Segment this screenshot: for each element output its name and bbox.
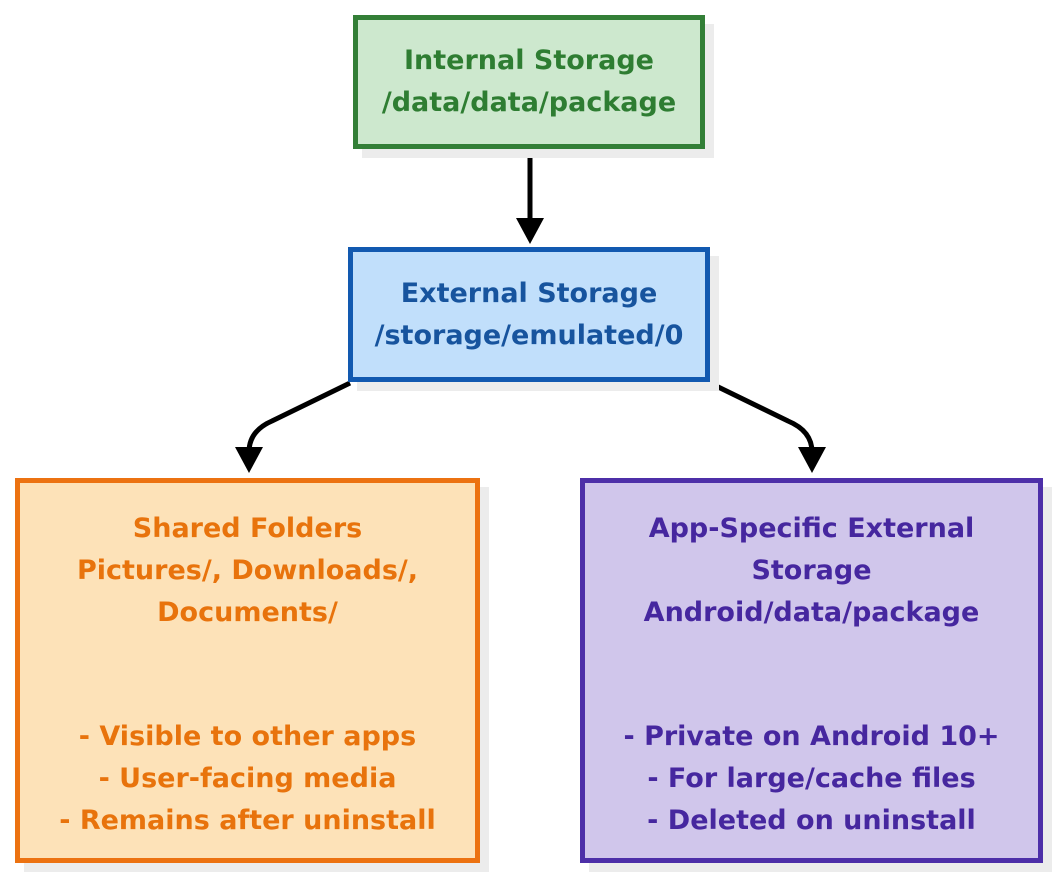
arrow-branch-right-icon bbox=[708, 380, 826, 473]
shared-folders-bullet: - Remains after uninstall bbox=[59, 805, 436, 836]
shared-folders-paths-1: Pictures/, Downloads/, bbox=[76, 555, 419, 586]
external-storage-title: External Storage bbox=[400, 277, 658, 309]
app-specific-path: Android/data/package bbox=[643, 597, 980, 628]
app-specific-title-2: Storage bbox=[751, 555, 872, 586]
node-external-storage: External Storage /storage/emulated/0 bbox=[348, 247, 710, 382]
spacer bbox=[20, 634, 475, 716]
shared-folders-title: Shared Folders bbox=[132, 513, 363, 544]
external-storage-path: /storage/emulated/0 bbox=[374, 319, 684, 351]
app-specific-bullet: - Deleted on uninstall bbox=[647, 805, 976, 836]
internal-storage-title: Internal Storage bbox=[404, 45, 654, 76]
shared-folders-bullet: - Visible to other apps bbox=[78, 721, 417, 752]
node-shared-folders: Shared Folders Pictures/, Downloads/, Do… bbox=[15, 478, 480, 863]
node-app-specific-external-storage: App-Specific External Storage Android/da… bbox=[580, 478, 1043, 863]
app-specific-title-1: App-Specific External bbox=[648, 513, 975, 544]
shared-folders-bullet: - User-facing media bbox=[98, 763, 397, 794]
spacer bbox=[585, 634, 1038, 716]
internal-storage-path: /data/data/package bbox=[381, 87, 677, 118]
app-specific-bullet: - Private on Android 10+ bbox=[623, 721, 1000, 752]
arrow-down-icon bbox=[516, 150, 544, 244]
arrow-branch-left-icon bbox=[235, 380, 352, 473]
app-specific-bullet: - For large/cache files bbox=[647, 763, 976, 794]
shared-folders-paths-2: Documents/ bbox=[157, 597, 338, 628]
node-internal-storage: Internal Storage /data/data/package bbox=[353, 15, 705, 149]
